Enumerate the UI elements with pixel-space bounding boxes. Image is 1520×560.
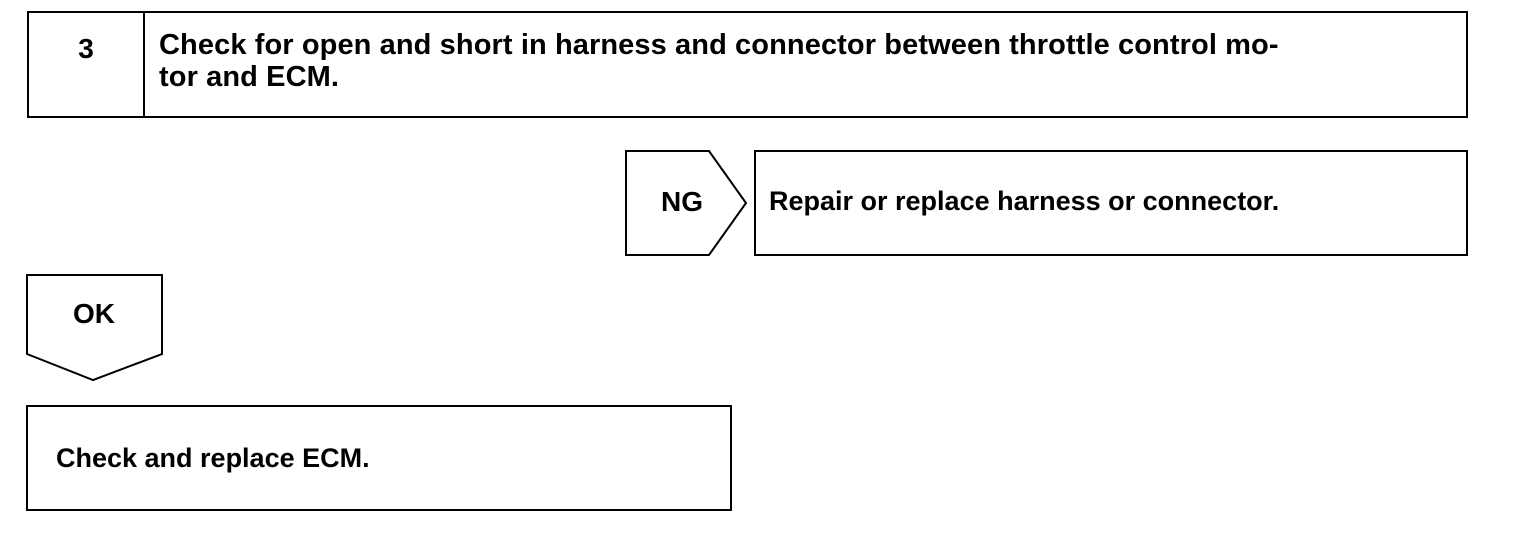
ok-arrow-outline — [26, 274, 163, 382]
ng-label: NG — [661, 186, 703, 217]
ok-arrow-shape — [26, 274, 163, 382]
ok-result-text: Check and replace ECM. — [56, 443, 370, 473]
ng-arrow-shape — [625, 150, 748, 256]
step-box: 3 Check for open and short in harness an… — [27, 11, 1468, 118]
step-number: 3 — [29, 13, 145, 116]
ng-result-text: Repair or replace harness or connector. — [769, 186, 1280, 216]
step-description-text: Check for open and short in harness and … — [159, 29, 1279, 93]
step-description: Check for open and short in harness and … — [159, 29, 1454, 93]
ok-label: OK — [73, 298, 115, 329]
ok-result-box: Check and replace ECM. — [26, 405, 732, 511]
ng-arrow-outline — [625, 150, 748, 256]
ng-result-box: Repair or replace harness or connector. — [754, 150, 1468, 256]
